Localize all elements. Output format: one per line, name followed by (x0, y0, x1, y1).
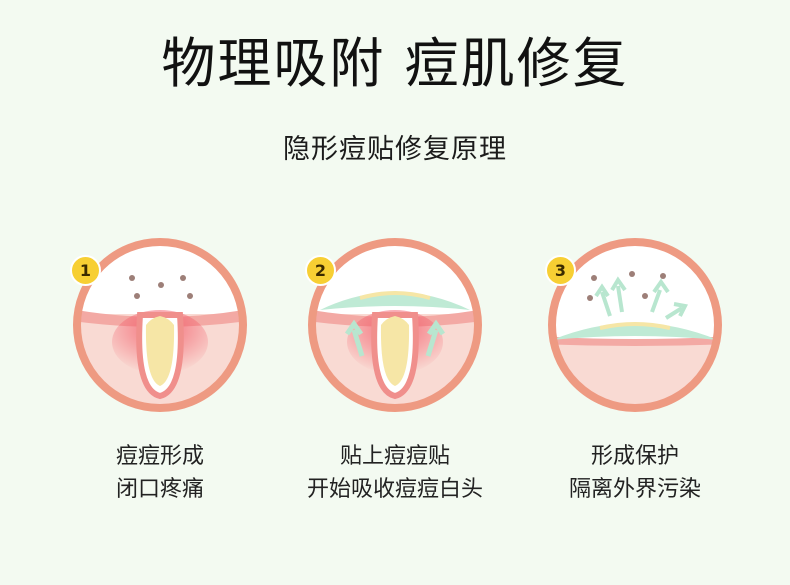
step-caption: 形成保护 隔离外界污染 (500, 440, 770, 506)
caption-line-2: 闭口疼痛 (115, 477, 204, 502)
caption-line-1: 形成保护 (590, 444, 679, 469)
protective-barrier-illustration (548, 238, 722, 412)
page-subtitle: 隐形痘贴修复原理 (283, 134, 507, 165)
caption-line-2: 隔离外界污染 (568, 477, 701, 502)
step-1: 1 痘痘形成 闭口疼痛 (65, 230, 255, 520)
page-title: 物理吸附 痘肌修复 (161, 32, 629, 95)
step-number-badge: 1 (70, 255, 101, 286)
pimple-forming-illustration (73, 238, 247, 412)
caption-line-2: 开始吸收痘痘白头 (306, 477, 483, 502)
step-caption: 贴上痘痘贴 开始吸收痘痘白头 (260, 440, 530, 506)
caption-line-1: 贴上痘痘贴 (339, 444, 450, 469)
caption-line-1: 痘痘形成 (115, 444, 204, 469)
step-number-badge: 3 (545, 255, 576, 286)
step-3: 3 形成保护 隔离外界污染 (540, 230, 730, 520)
step-2: 2 贴上痘痘贴 开始吸收痘痘白头 (300, 230, 490, 520)
step-number-badge: 2 (305, 255, 336, 286)
step-caption: 痘痘形成 闭口疼痛 (25, 440, 295, 506)
patch-absorbing-illustration (308, 238, 482, 412)
